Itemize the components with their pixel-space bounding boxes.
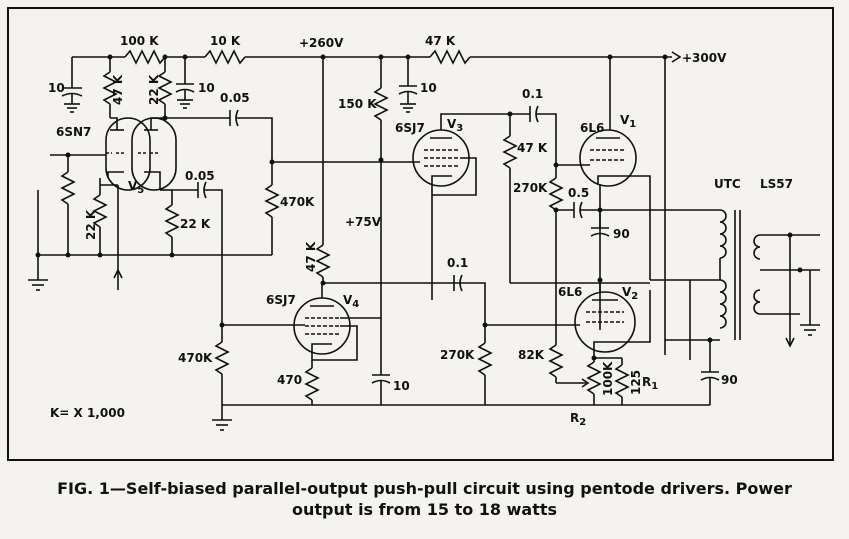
label-6sn7: 6SN7 <box>56 125 91 139</box>
tube-6l6-v2 <box>574 280 651 353</box>
label-10k-top: 10 K <box>210 34 241 48</box>
capacitor-90-lower <box>700 337 720 405</box>
capacitor-01-v3 <box>529 105 590 168</box>
label-b-75v: +75V <box>345 215 382 229</box>
caption-line-1: FIG. 1—Self-biased parallel-output push-… <box>57 479 792 498</box>
resistor-150k <box>373 57 389 375</box>
label-47k-top: 47 K <box>425 34 456 48</box>
resistor-47k-v3 <box>502 114 518 283</box>
figure-caption: FIG. 1—Self-biased parallel-output push-… <box>0 478 849 520</box>
label-47k-v5: 47 K <box>111 74 125 105</box>
schematic-border <box>7 7 834 461</box>
v5-cathode-pot <box>92 178 123 290</box>
label-6l6-v1: 6L6 <box>580 121 604 135</box>
capacitor-10-right <box>398 57 418 113</box>
capacitor-90-upper <box>590 210 610 283</box>
label-470k-a: 470K <box>280 195 315 209</box>
v5-plate-resistors <box>102 57 230 130</box>
tube-6l6-v1 <box>579 57 651 330</box>
label-utc: UTC <box>714 177 741 191</box>
label-270k-a: 270K <box>513 181 548 195</box>
capacitor-10-75v <box>371 374 391 405</box>
label-v4: V4 <box>343 293 359 310</box>
label-r1: R1 <box>642 375 658 392</box>
capacitor-10-center <box>175 57 195 109</box>
label-v2: V2 <box>622 285 638 302</box>
label-c10-center: 10 <box>198 81 215 95</box>
label-k-note: K= X 1,000 <box>50 406 125 420</box>
label-6sj7-v4: 6SJ7 <box>266 293 296 307</box>
label-c01-top: 0.1 <box>522 87 543 101</box>
resistor-470k-v4 <box>212 325 232 431</box>
label-c10-left: 10 <box>48 81 65 95</box>
label-47k-v4: 47 K <box>304 241 318 272</box>
resistor-270k-v1 <box>548 165 603 340</box>
label-c10-right: 10 <box>420 81 437 95</box>
label-b-300v: +300V <box>682 51 727 65</box>
label-82k: 82K <box>518 348 545 362</box>
label-c05: 0.5 <box>568 186 589 200</box>
label-b-260v: +260V <box>299 36 344 50</box>
tube-6sj7-v3 <box>412 111 530 300</box>
label-22k-v5: 22 K <box>147 74 161 105</box>
label-125: 125 <box>629 370 643 395</box>
label-c90-lower: 90 <box>721 373 738 387</box>
label-c005-mid: 0.05 <box>185 169 215 183</box>
label-6l6-v2: 6L6 <box>558 285 582 299</box>
label-470k-b: 470K <box>178 351 213 365</box>
label-22k-second: 22 K <box>180 217 211 231</box>
capacitor-005-top <box>229 109 420 255</box>
bus-260v <box>315 57 460 286</box>
output-transformer <box>600 57 820 360</box>
capacitor-01-v4 <box>453 274 580 405</box>
top-rail <box>72 49 682 65</box>
label-100k-pot: 100K <box>601 361 615 396</box>
label-c005-top: 0.05 <box>220 91 250 105</box>
tube-6sj7-v4 <box>219 283 381 405</box>
label-ls57: LS57 <box>760 177 793 191</box>
label-100k-top: 100 K <box>120 34 159 48</box>
label-c10-75v: 10 <box>393 379 410 393</box>
label-470: 470 <box>277 373 302 387</box>
v5-input <box>28 152 272 291</box>
label-v1: V1 <box>620 113 636 130</box>
label-v5: V5 <box>128 179 144 196</box>
v5-second-section <box>159 178 223 325</box>
resistor-82k <box>548 340 590 388</box>
label-22k-cathode: 22 K <box>84 209 98 240</box>
label-r2: R2 <box>570 411 586 428</box>
label-150k: 150 K <box>338 97 377 111</box>
label-v3: V3 <box>447 117 463 134</box>
label-c90-upper: 90 <box>613 227 630 241</box>
caption-line-2: output is from 15 to 18 watts <box>291 500 558 519</box>
capacitor-10-left <box>61 57 83 113</box>
label-270k-b: 270K <box>440 348 475 362</box>
label-6sj7-v3: 6SJ7 <box>395 121 425 135</box>
cathode-resistors <box>586 350 630 405</box>
label-c01-mid: 0.1 <box>447 256 468 270</box>
label-47k-v3: 47 K <box>517 141 548 155</box>
tube-6sn7-v5 <box>105 117 177 191</box>
